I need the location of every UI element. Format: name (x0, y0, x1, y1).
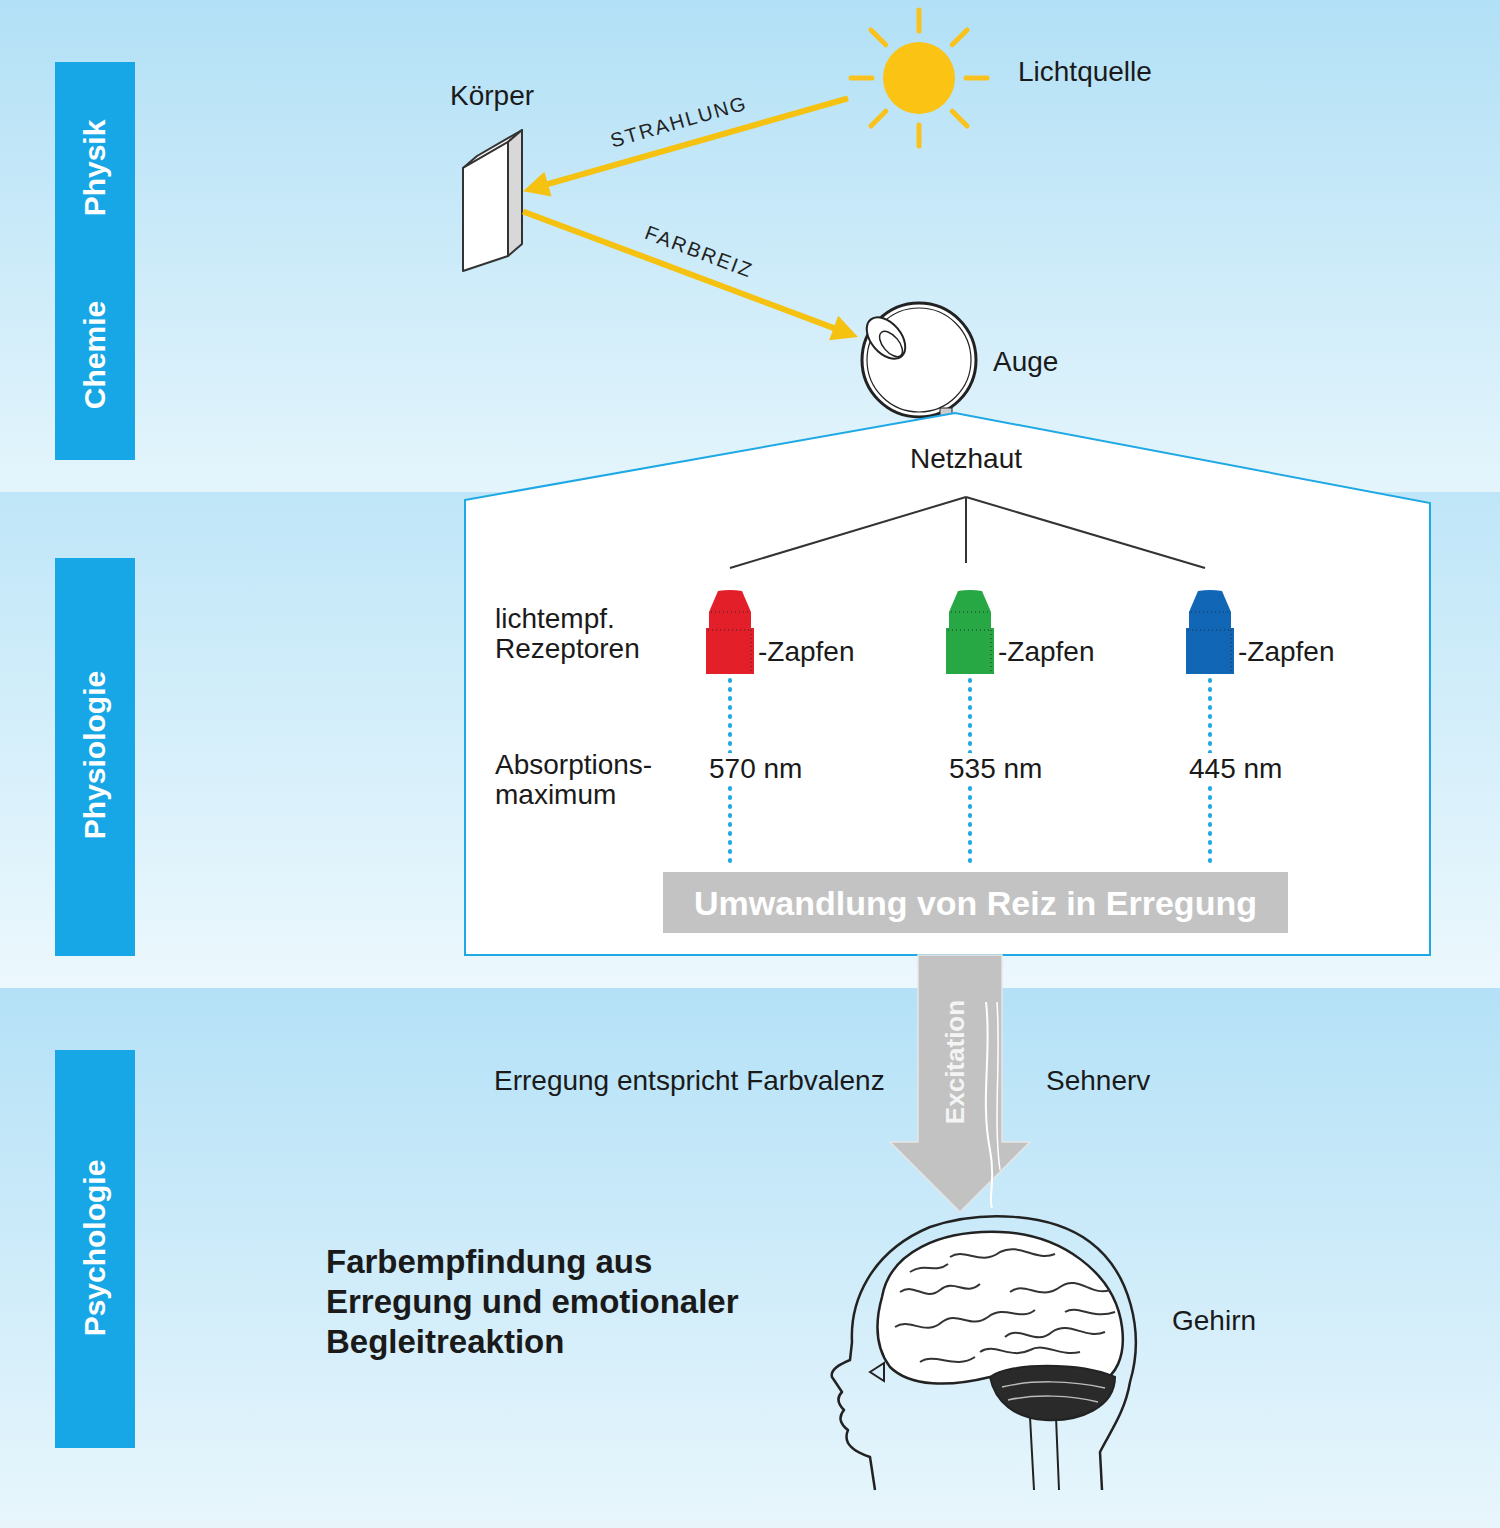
brain-gyrus (950, 1249, 1055, 1258)
arrow-head (829, 316, 858, 340)
arrow-label: Excitation (940, 999, 971, 1123)
node-outline (705, 590, 755, 674)
sun-ray (966, 76, 987, 81)
cone-dots (1188, 612, 1232, 672)
sun-ray (917, 125, 922, 146)
label-text: Absorptions- maximum (495, 750, 670, 810)
wavelength-value: 445 nm (1187, 753, 1284, 785)
sun-ray (871, 30, 886, 45)
label-text: lichtempf. Rezeptoren (495, 604, 655, 664)
cone-cell: -Zapfen (945, 590, 995, 674)
node-outline (1185, 590, 1235, 674)
cerebellum (990, 1366, 1115, 1420)
node-outline (945, 590, 995, 674)
brain-gyrus (900, 1284, 980, 1294)
nerve-fibre (986, 1002, 992, 1208)
node-outline (848, 8, 990, 148)
node-outline (858, 300, 980, 420)
cone-cell: -Zapfen (705, 590, 755, 674)
label-text: Erregung entspricht Farbvalenz (494, 1066, 885, 1096)
node-text: Psychologie (79, 1160, 111, 1337)
eye: Auge (858, 300, 980, 420)
caption-text: Farbempfindung aus Erregung und emotiona… (326, 1242, 796, 1362)
body-object: Körper (462, 128, 523, 272)
cone-tip (1189, 590, 1231, 628)
node-text: Auge (993, 346, 1058, 378)
brain-gyrus (910, 1264, 948, 1272)
node-text: Lichtquelle (1018, 56, 1152, 88)
cone-tip (709, 590, 751, 628)
brain-gyrus (980, 1348, 1080, 1354)
slab-front (463, 142, 508, 271)
sun-ray (851, 76, 872, 81)
optic-nerve-fibres (986, 1002, 1000, 1208)
eye-mark (870, 1363, 884, 1381)
cerebrum (877, 1232, 1122, 1384)
discipline-band: PhysikChemie (55, 62, 135, 460)
brain-gyrus (1005, 1328, 1105, 1337)
branch-line (965, 497, 967, 563)
sun-ray (871, 111, 886, 126)
node-text: -Zapfen (998, 636, 1095, 668)
cone-body (1186, 628, 1234, 674)
cone-dots (708, 612, 752, 672)
node-text: Gehirn (1172, 1305, 1256, 1337)
retina-panel (465, 413, 1430, 955)
cone-body (706, 628, 754, 674)
label-text: Sehnerv (1046, 1066, 1150, 1096)
branch-line (966, 497, 1205, 568)
retina-panel: Netzhaut-Zapfen-Zapfen-ZapfenUmwandlung … (465, 413, 1430, 955)
wavelength-value: 535 nm (947, 753, 1044, 785)
node-outline (830, 1212, 1140, 1490)
arrow-line (523, 211, 837, 329)
discipline-band: Physiologie (55, 558, 135, 956)
lens (875, 327, 907, 360)
cone-tip (949, 590, 991, 628)
brain-head: Gehirn (830, 1212, 1140, 1490)
node-text: -Zapfen (758, 636, 855, 668)
node-text: -Zapfen (1238, 636, 1335, 668)
cornea (859, 310, 913, 366)
brain-gyrus (920, 1357, 975, 1362)
node-text: Umwandlung von Reiz in Erregung (694, 883, 1257, 923)
branch-line (730, 497, 966, 568)
node-text: Physik (79, 120, 111, 217)
slab-side (508, 130, 522, 256)
cerebellum-folds (1002, 1382, 1105, 1402)
brainstem (1030, 1417, 1059, 1490)
node-text: Körper (450, 80, 534, 112)
connector (523, 211, 858, 340)
sun-ray (952, 30, 967, 45)
sun-ray (917, 10, 922, 31)
node-text: Physiologie (79, 671, 111, 839)
brain-gyrus (1010, 1283, 1110, 1293)
head-outline (832, 1216, 1136, 1490)
discipline-band: Psychologie (55, 1050, 135, 1448)
cone-dots (948, 612, 992, 672)
physics-band (0, 0, 1500, 492)
node-text: Chemie (79, 301, 111, 409)
arrow-head (523, 172, 552, 197)
connector (890, 955, 1030, 1212)
nerve-fibre (997, 1002, 1000, 1170)
block-arrow (890, 955, 1030, 1212)
brain-gyrus (1065, 1310, 1115, 1315)
process-bar: Umwandlung von Reiz in Erregung (663, 872, 1288, 933)
sun-ray (952, 111, 967, 126)
cone-cell: -Zapfen (1185, 590, 1235, 674)
node-outline (462, 128, 523, 272)
brain-gyrus (895, 1310, 1035, 1328)
light-source: Lichtquelle (848, 8, 990, 148)
node-text: Netzhaut (910, 443, 1022, 475)
wavelength-value: 570 nm (707, 753, 804, 785)
cone-body (946, 628, 994, 674)
sun-disc (883, 42, 955, 114)
